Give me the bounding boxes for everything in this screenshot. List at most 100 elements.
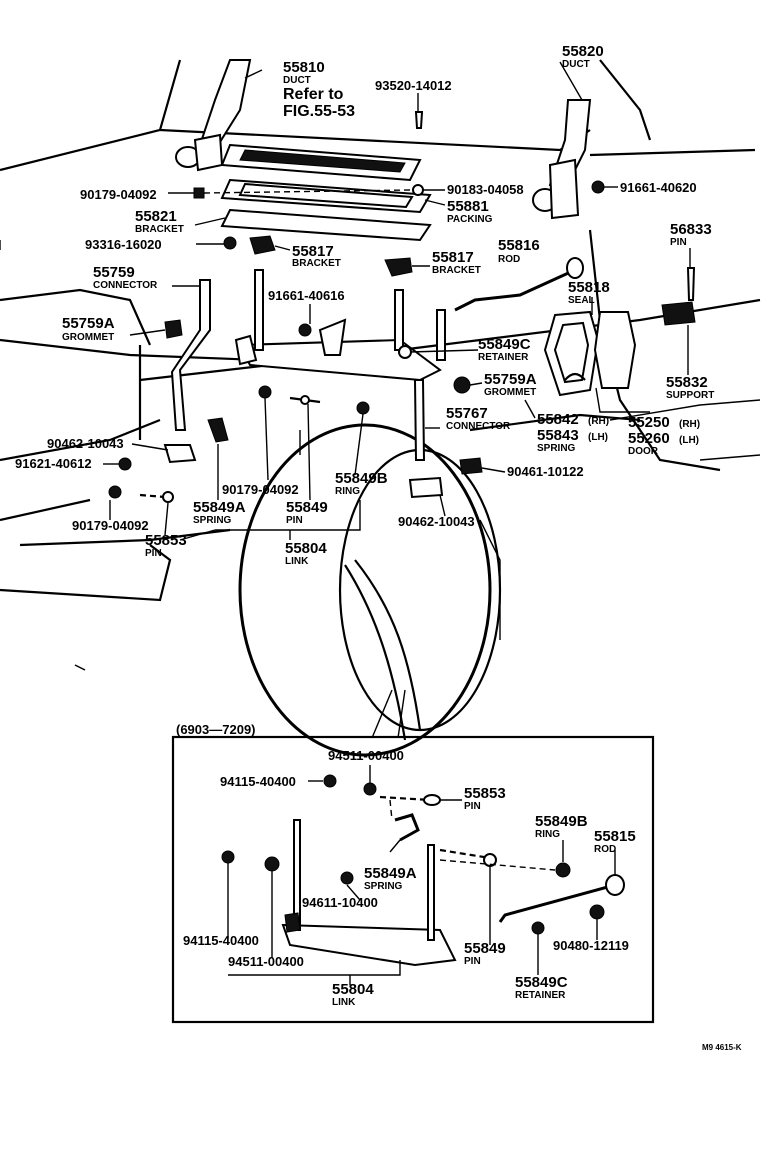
nut-91661-right	[591, 180, 605, 194]
label-55820-number: 55820	[562, 43, 604, 60]
label-55821: 55821 BRACKET	[135, 208, 184, 235]
inset-label-55815: 55815 ROD	[594, 828, 636, 855]
inset-label-90480: 90480-12119	[553, 938, 629, 953]
inset-label-55804-number: 55804	[332, 981, 374, 998]
clip-90462-right	[408, 476, 444, 499]
inset-label-55849B-name: RING	[535, 829, 560, 840]
label-55849-name: PIN	[286, 515, 303, 526]
inset-label-94511-b: 94511-00400	[228, 954, 304, 969]
label-55849: 55849 PIN	[286, 499, 328, 526]
label-55818: 55818 SEAL	[568, 279, 610, 306]
label-spring-name: SPRING	[537, 443, 576, 454]
duct-left	[175, 59, 252, 172]
label-55250-side: (RH)	[679, 419, 700, 430]
nut-90179-mid	[258, 385, 272, 399]
connector-55767	[413, 379, 426, 461]
label-55853: 55853 PIN	[145, 532, 187, 559]
label-55759-name: CONNECTOR	[93, 280, 158, 291]
label-55849C: 55849C RETAINER	[478, 336, 531, 363]
label-55832-number: 55832	[666, 374, 708, 391]
bracket-55817-left	[249, 235, 276, 255]
label-55832: 55832 SUPPORT	[666, 374, 714, 401]
seal-55818	[543, 310, 600, 397]
label-91621: 91621-40612	[15, 456, 92, 471]
inset-ring-55849B	[555, 862, 571, 878]
label-55260-number: 55260	[628, 430, 670, 447]
inset-label-55849: 55849 PIN	[464, 940, 506, 967]
label-90462-right: 90462-10043	[398, 514, 475, 529]
label-55816-name: ROD	[498, 254, 520, 265]
grommet-55759A-right	[453, 376, 471, 394]
label-55820: 55820 DUCT	[562, 43, 604, 70]
label-55849B-name: RING	[335, 486, 360, 497]
rod-55816	[454, 257, 584, 312]
inset-label-55849-name: PIN	[464, 956, 481, 967]
inset-spring-55849A	[394, 813, 420, 842]
bracket-plate	[220, 208, 432, 242]
spring-55842	[564, 372, 586, 381]
inset-label-55849C: 55849C RETAINER	[515, 974, 568, 1001]
label-56833: 56833 PIN	[670, 221, 712, 248]
bracket-90461	[459, 457, 483, 475]
inset-nut-94511-a	[363, 782, 377, 796]
label-55817-right-name: BRACKET	[432, 265, 481, 276]
vent-grille	[220, 143, 422, 182]
door-55250	[593, 311, 637, 389]
pin-56833	[686, 267, 696, 301]
label-55849A-number: 55849A	[193, 499, 246, 516]
packing	[220, 178, 432, 214]
label-55821-name: BRACKET	[135, 224, 184, 235]
label-55849B: 55849B RING	[335, 470, 388, 497]
nut-90179-top	[193, 187, 205, 199]
reference-note: Refer to FIG.55-53	[283, 86, 355, 120]
label-55842-55843: 55842 (RH) 55843 (LH) SPRING	[537, 411, 609, 454]
label-55759: 55759 CONNECTOR	[93, 264, 158, 291]
inset-title: (6903—7209)	[176, 722, 256, 737]
label-55810-name: DUCT	[283, 75, 311, 86]
label-55817-left: 55817 BRACKET	[292, 243, 341, 269]
inset-label-55815-number: 55815	[594, 828, 636, 845]
label-90179-mid: 90179-04092	[222, 482, 299, 497]
link-assembly-55804	[234, 269, 446, 382]
inset-label-55849A-number: 55849A	[364, 865, 417, 882]
label-55250-55260: 55250 (RH) 55260 (LH) DOOR	[628, 414, 700, 457]
label-56833-name: PIN	[670, 237, 687, 248]
inset-label-94115-a: 94115-40400	[220, 774, 296, 789]
label-55820-name: DUCT	[562, 59, 590, 70]
label-door-name: DOOR	[628, 446, 659, 457]
label-90462-left: 90462-10043	[47, 436, 124, 451]
inset-pin-55849	[439, 848, 497, 867]
label-91661-mid: 91661-40616	[268, 288, 345, 303]
label-55810-number: 55810	[283, 59, 325, 76]
label-55817-left-name: BRACKET	[292, 258, 341, 269]
inset-nut-94611	[340, 871, 354, 885]
label-93316: 93316-16020	[85, 237, 162, 252]
support-55832	[661, 301, 696, 326]
label-55849A: 55849A SPRING	[193, 499, 246, 526]
nut-91661-mid	[298, 323, 312, 337]
inset-label-55849B: 55849B RING	[535, 813, 588, 840]
label-93520: 93520-14012	[375, 78, 452, 93]
connector-55759	[170, 279, 211, 431]
label-55759-number: 55759	[93, 264, 135, 281]
reference-line-2: FIG.55-53	[283, 103, 355, 120]
label-56833-number: 56833	[670, 221, 712, 238]
label-55881: 55881 PACKING	[447, 198, 493, 225]
nut-90179-low	[108, 485, 122, 499]
label-55881-number: 55881	[447, 198, 489, 215]
label-55804-name: LINK	[285, 556, 309, 567]
label-55817-right: 55817 BRACKET	[432, 249, 481, 276]
label-90179-low: 90179-04092	[72, 518, 149, 533]
inset-rod-55815	[498, 874, 625, 923]
label-55842-side: (RH)	[588, 416, 609, 427]
inset-label-55853-number: 55853	[464, 785, 506, 802]
label-55818-number: 55818	[568, 279, 610, 296]
label-55759A-left-name: GROMMET	[62, 332, 114, 343]
inset-label-55849B-number: 55849B	[535, 813, 588, 830]
label-90183: 90183-04058	[447, 182, 524, 197]
nut-90183	[412, 184, 424, 196]
bracket-90462-left	[163, 444, 197, 464]
label-55849C-name: RETAINER	[478, 352, 529, 363]
inset-label-55849A-name: SPRING	[364, 881, 403, 892]
